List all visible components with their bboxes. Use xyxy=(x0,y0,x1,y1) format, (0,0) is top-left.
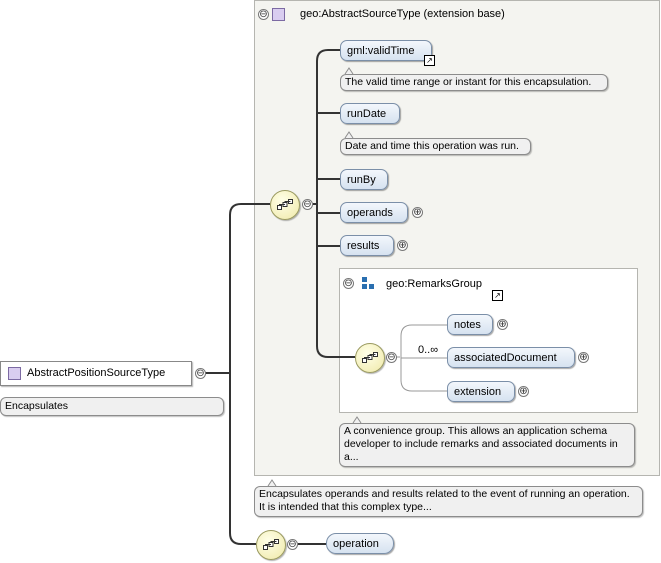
group-item-notes[interactable]: notes xyxy=(447,314,493,335)
sequence-icon[interactable] xyxy=(256,530,286,560)
sequence-glyph-icon xyxy=(362,352,378,363)
element-rundate[interactable]: runDate xyxy=(340,103,400,124)
expand-results-icon[interactable]: ⊕ xyxy=(397,240,408,251)
element-doc-rundate: Date and time this operation was run. xyxy=(340,138,531,155)
extension-title: geo:AbstractSourceType (extension base) xyxy=(300,8,505,20)
element-results[interactable]: results xyxy=(340,235,394,256)
element-label: extension xyxy=(454,386,502,398)
element-label: operation xyxy=(333,538,379,550)
element-label: runBy xyxy=(347,174,376,186)
expand-extension-icon[interactable]: ⊕ xyxy=(518,386,529,397)
element-label: operands xyxy=(347,207,393,219)
type-icon xyxy=(8,366,21,380)
occurrence-label: 0..∞ xyxy=(418,344,439,356)
element-label: notes xyxy=(454,319,481,331)
element-label: runDate xyxy=(347,108,387,120)
sequence-glyph-icon xyxy=(277,199,293,210)
collapse-sequence-icon[interactable]: ⊖ xyxy=(287,539,298,550)
element-label: associatedDocument xyxy=(454,352,557,364)
element-runby[interactable]: runBy xyxy=(340,169,388,190)
sequence-icon[interactable] xyxy=(270,190,300,220)
root-doc: Encapsulates xyxy=(0,397,224,416)
sequence-icon[interactable] xyxy=(355,343,385,373)
expand-notes-icon[interactable]: ⊕ xyxy=(497,319,508,330)
element-label: gml:validTime xyxy=(347,45,415,57)
link-arrow-icon[interactable]: ↗ xyxy=(492,290,503,301)
link-arrow-icon[interactable]: ↗ xyxy=(424,55,435,66)
element-label: results xyxy=(347,240,380,252)
element-gml-validtime[interactable]: gml:validTime xyxy=(340,40,432,61)
sequence-glyph-icon xyxy=(263,539,279,550)
expand-operands-icon[interactable]: ⊕ xyxy=(412,207,423,218)
element-doc-validtime: The valid time range or instant for this… xyxy=(340,74,608,91)
group-doc: A convenience group. This allows an appl… xyxy=(339,423,635,467)
collapse-sequence-icon[interactable]: ⊖ xyxy=(302,199,313,210)
collapse-group-icon[interactable]: ⊖ xyxy=(343,278,354,289)
element-operation[interactable]: operation xyxy=(326,533,394,554)
root-type-name: AbstractPositionSourceType xyxy=(27,367,166,379)
group-item-associateddocument[interactable]: associatedDocument xyxy=(447,347,575,368)
expand-associateddocument-icon[interactable]: ⊕ xyxy=(578,352,589,363)
element-operands[interactable]: operands xyxy=(340,202,408,223)
extension-doc: Encapsulates operands and results relate… xyxy=(254,486,643,517)
group-icon xyxy=(362,277,376,291)
type-icon xyxy=(272,8,285,21)
root-type-box[interactable]: AbstractPositionSourceType xyxy=(0,361,192,386)
collapse-extension-icon[interactable]: ⊖ xyxy=(258,9,269,20)
collapse-sequence-icon[interactable]: ⊖ xyxy=(386,352,397,363)
group-title: geo:RemarksGroup xyxy=(386,278,482,290)
collapse-root-icon[interactable]: ⊖ xyxy=(195,368,206,379)
group-item-extension[interactable]: extension xyxy=(447,381,515,402)
